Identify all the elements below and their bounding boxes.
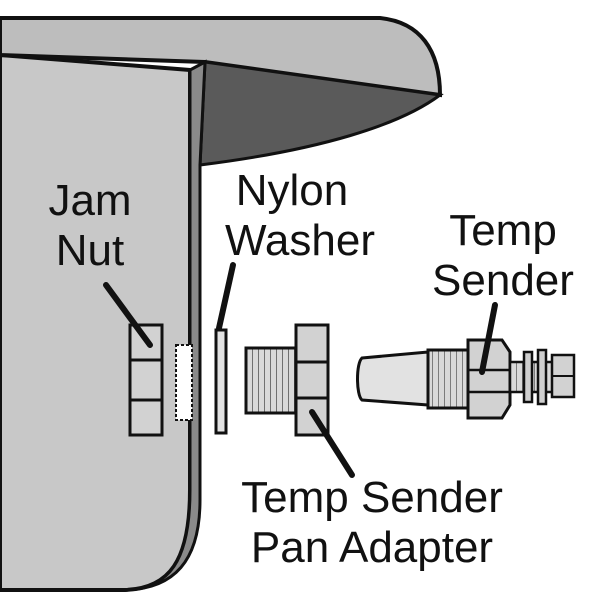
leader-temp-sender <box>479 302 498 375</box>
temp-sender-part <box>356 338 576 420</box>
pan-wall <box>121 59 207 592</box>
label-temp-sender-line1: Temp <box>449 206 557 255</box>
oil-pan <box>0 16 444 592</box>
leader-jam-nut <box>103 282 153 348</box>
adapter-thread <box>244 346 298 415</box>
sender-ring-2 <box>536 348 548 406</box>
label-jam-nut-line2: Nut <box>56 226 124 275</box>
adapter-hex <box>294 323 330 437</box>
label-nylon-washer-line1: Nylon <box>236 166 349 215</box>
sender-thread <box>426 348 470 410</box>
sender-ring-1 <box>522 350 534 404</box>
label-temp-sender-line2: Sender <box>432 256 574 305</box>
nylon-washer-part <box>214 328 228 435</box>
label-jam-nut-line1: Jam <box>48 176 131 225</box>
pan-hole <box>175 344 193 421</box>
pan-body <box>0 45 192 592</box>
leader-pan-adapter <box>309 409 355 478</box>
leader-lines <box>103 262 498 478</box>
sender-probe <box>356 350 430 407</box>
label-pan-adapter-line1: Temp Sender <box>241 473 503 522</box>
label-nylon-washer-line2: Washer <box>225 216 375 265</box>
leader-nylon-washer <box>216 262 236 331</box>
pan-inner-shadow <box>198 60 444 167</box>
label-pan-adapter-line2: Pan Adapter <box>251 523 493 572</box>
sender-hex <box>466 338 512 420</box>
